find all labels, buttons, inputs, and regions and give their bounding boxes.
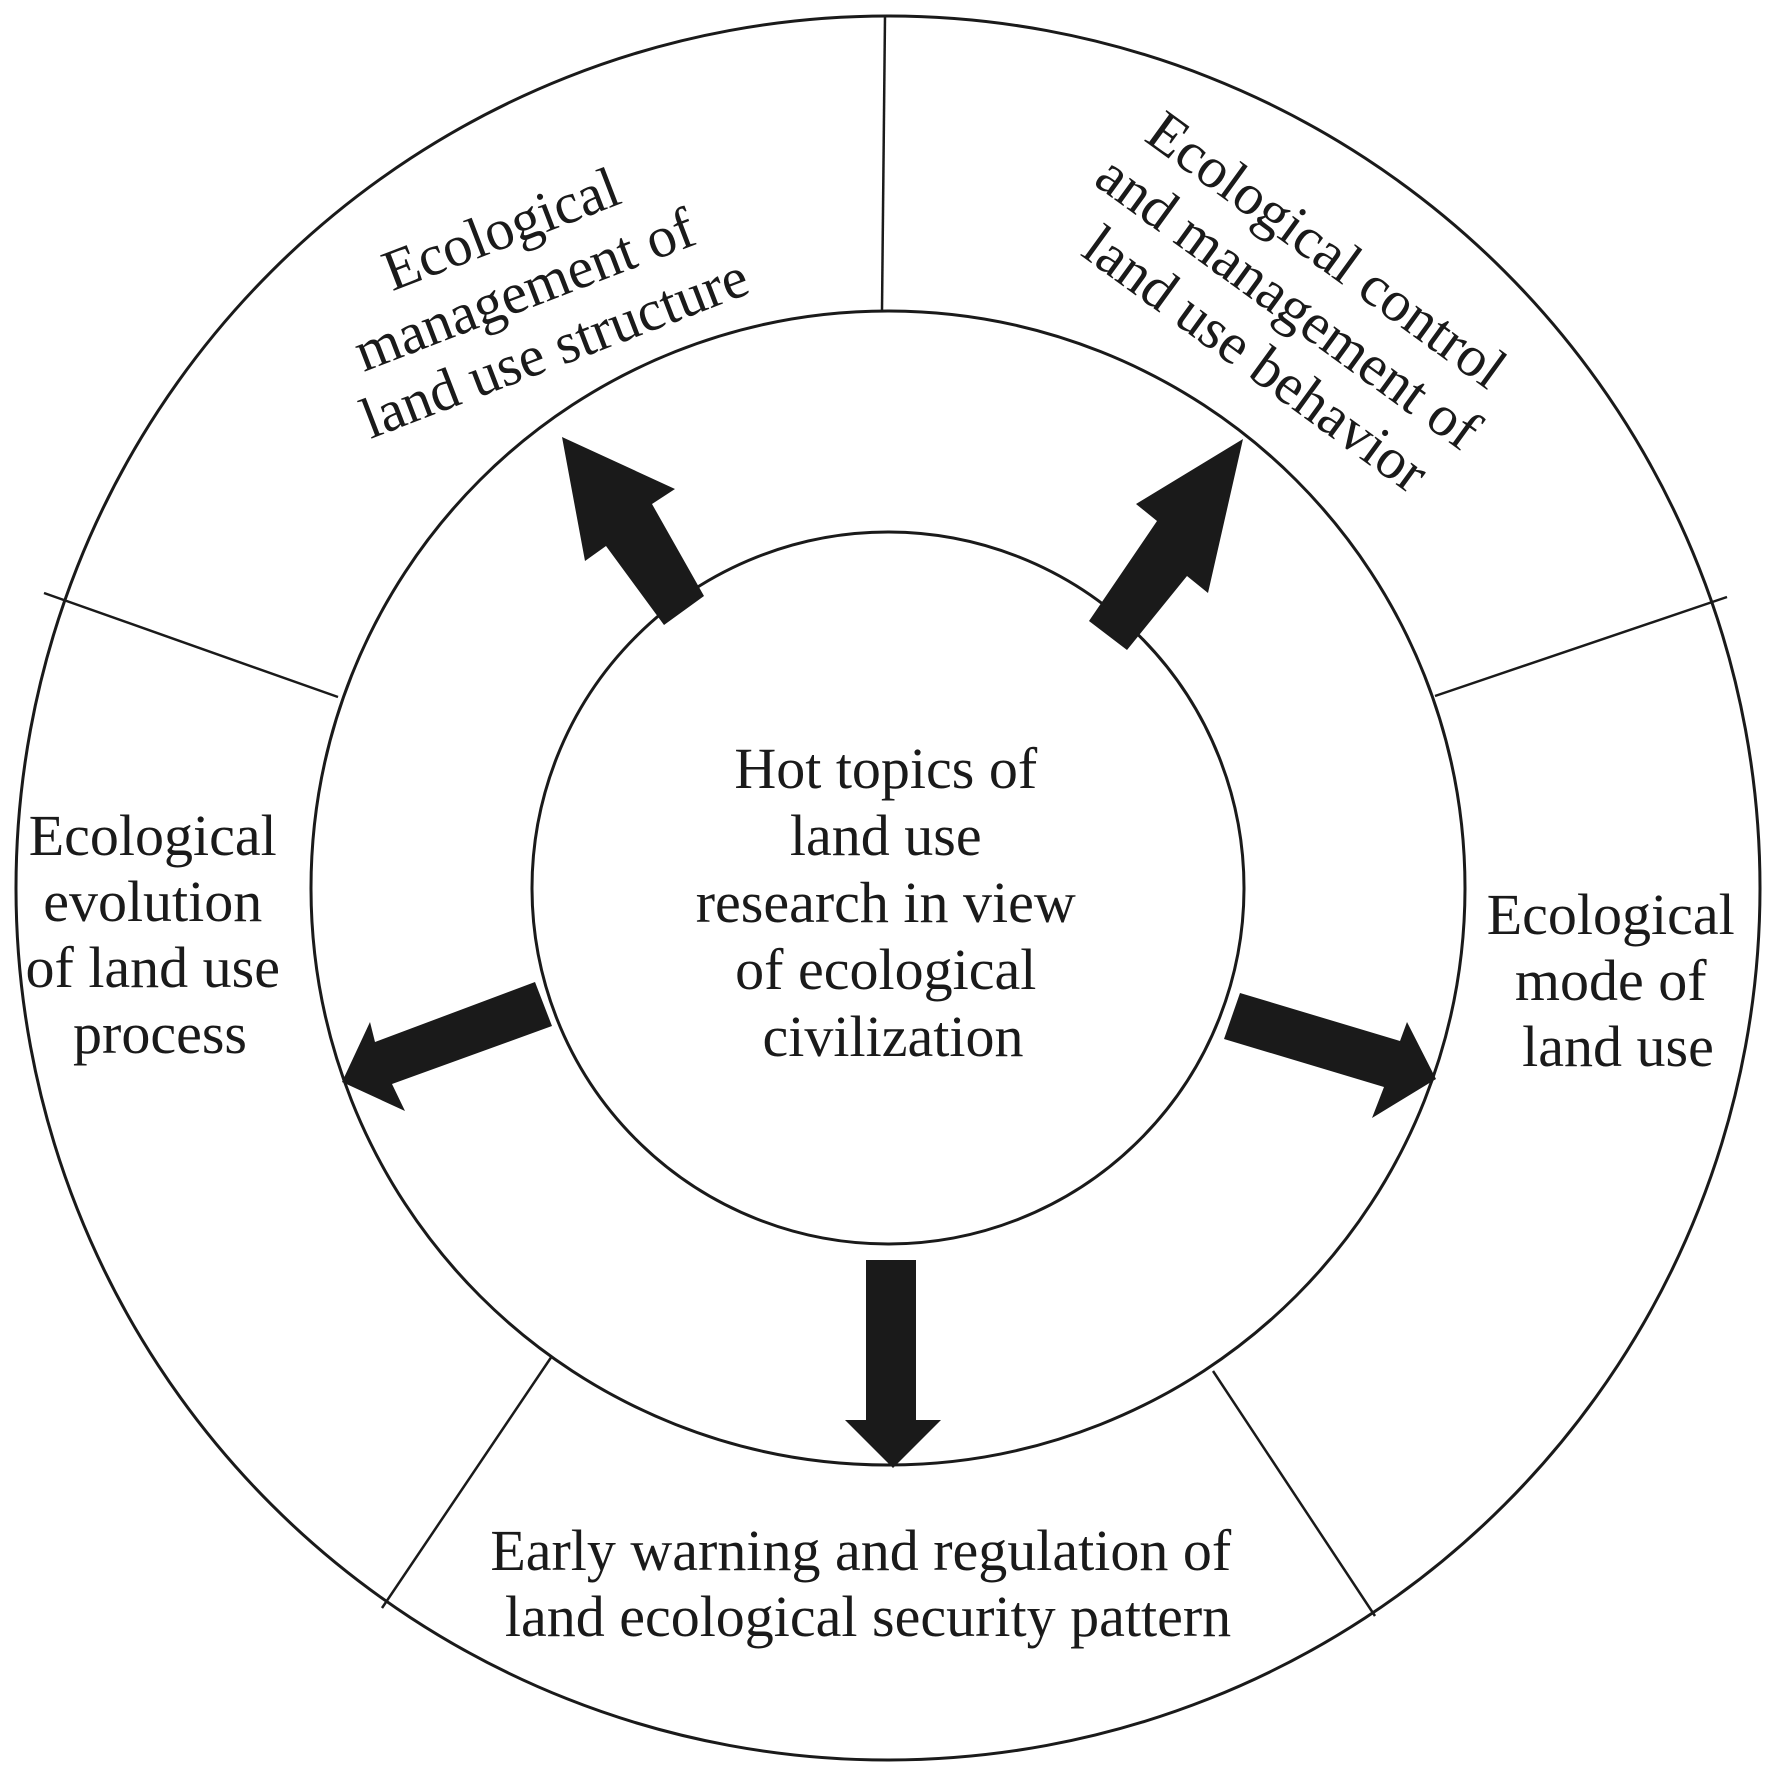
arrow-to-mode <box>1224 993 1436 1118</box>
topic-label-line: land ecological security pattern <box>505 1584 1231 1649</box>
topic-land-use-behavior: Ecological control and management of lan… <box>1046 89 1542 524</box>
topic-label-line: evolution <box>43 869 262 934</box>
topic-land-use-evolution: Ecological evolution of land use process <box>26 803 295 1066</box>
svg-text:Ecological management of: Ecological management of land use struct… <box>305 122 757 451</box>
svg-text:Ecological control and m: Ecological control and management of lan… <box>1046 89 1542 524</box>
center-circle <box>530 530 1246 1246</box>
center-label-line: of ecological <box>735 937 1036 1002</box>
topic-label-line: Ecological <box>1487 882 1735 947</box>
arrow-to-behavior <box>1089 439 1243 650</box>
arrow-to-evolution <box>342 982 552 1111</box>
center-label-line: civilization <box>763 1004 1024 1069</box>
middle-ring <box>309 309 1467 1467</box>
divider-upper-left <box>43 591 339 699</box>
outer-ring <box>14 14 1762 1762</box>
topic-security-pattern: Early warning and regulation of land eco… <box>490 1518 1245 1649</box>
topic-label-line: land use <box>1522 1014 1714 1079</box>
topic-land-use-structure: Ecological management of land use struct… <box>305 122 757 451</box>
center-label: Hot topics of land use research in view … <box>696 736 1091 1069</box>
topic-label-line: Ecological <box>29 803 277 868</box>
topic-land-use-mode: Ecological mode of land use <box>1487 882 1750 1079</box>
topic-label-line: Early warning and regulation of <box>490 1518 1232 1583</box>
divider-lower-left <box>380 1355 554 1609</box>
center-label-line: land use <box>790 803 982 868</box>
topic-label-line: of land use <box>26 935 281 1000</box>
center-label-line: research in view <box>696 870 1076 935</box>
divider-upper-right <box>1434 595 1728 698</box>
divider-lower-right <box>1211 1370 1377 1617</box>
arrow-to-security <box>845 1260 941 1468</box>
topic-label-line: process <box>73 1001 247 1066</box>
center-label-line: Hot topics of <box>734 736 1038 801</box>
topic-label-line: mode of <box>1515 948 1707 1013</box>
divider-top <box>880 15 887 311</box>
arrow-to-structure <box>562 437 704 625</box>
